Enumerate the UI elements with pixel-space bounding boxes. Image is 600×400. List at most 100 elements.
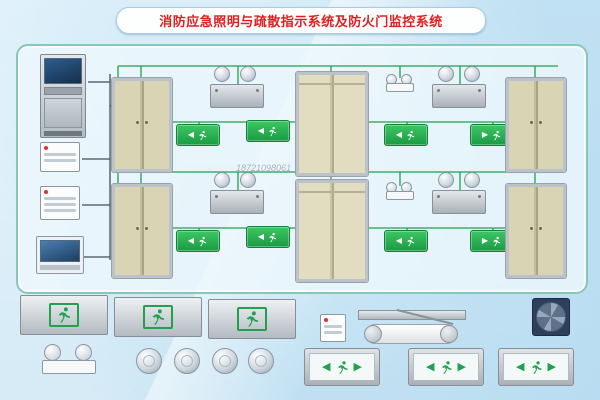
status-led: [324, 318, 328, 322]
exit-sign-framed: ◀ ▶: [408, 348, 484, 386]
exit-sign: ▶: [470, 230, 514, 252]
monitor-module: [320, 314, 346, 342]
distribution-panel: [210, 84, 264, 108]
downlight-lamp: [248, 348, 274, 374]
ceiling-lamp-icon: [438, 172, 454, 188]
box-detail: [44, 209, 76, 212]
lamp-head: [44, 344, 61, 361]
double-fire-door: [296, 72, 368, 176]
downlight-lamp: [174, 348, 200, 374]
right-arrow-icon: ▶: [481, 130, 489, 139]
exhaust-fan: [532, 298, 570, 336]
title-banner: 消防应急照明与疏散指示系统及防火门监控系统: [116, 7, 486, 34]
large-exit-sign: [208, 299, 296, 339]
twin-emergency-light: [384, 182, 414, 200]
left-arrow-icon: ◀: [516, 360, 525, 373]
wall-control-box: [40, 186, 80, 220]
page-title: 消防应急照明与疏散指示系统及防火门监控系统: [159, 14, 443, 29]
sign-face: ◀ ▶: [309, 353, 375, 381]
left-arrow-icon: ◀: [426, 360, 435, 373]
ceiling-lamp-icon: [240, 66, 256, 82]
large-exit-sign: [20, 295, 108, 335]
running-man-icon: [267, 232, 278, 243]
exit-sign: ◀: [246, 120, 290, 142]
box-detail: [324, 325, 342, 328]
ceiling-lamp-icon: [438, 66, 454, 82]
fire-door: [112, 184, 172, 278]
sign-face: ◀ ▶: [413, 353, 479, 381]
running-man-icon: [491, 130, 502, 141]
exit-sign: ◀: [246, 226, 290, 248]
large-exit-sign: [114, 297, 202, 337]
lamp-body: [386, 191, 414, 200]
left-arrow-icon: ◀: [187, 236, 195, 245]
fire-door: [506, 78, 566, 172]
box-detail: [44, 203, 76, 206]
running-man-icon: [529, 360, 544, 375]
monitor-strip: [40, 265, 80, 270]
wall-control-box: [40, 142, 80, 172]
left-arrow-icon: ◀: [257, 126, 265, 135]
fan-blade-icon: [536, 302, 566, 332]
control-cabinet: [40, 54, 86, 138]
running-man-icon: [55, 306, 73, 324]
closer-endcap: [364, 325, 382, 343]
running-man-icon: [197, 130, 208, 141]
running-man-icon: [491, 236, 502, 247]
ceiling-lamp-icon: [214, 172, 230, 188]
running-man-icon: [405, 130, 416, 141]
exit-sign: ◀: [384, 230, 428, 252]
lamp-body: [386, 83, 414, 92]
door-closer: [358, 308, 466, 348]
sign-face: ◀ ▶: [503, 353, 569, 381]
box-detail: [44, 197, 76, 200]
exit-sign-framed: ◀ ▶: [498, 348, 574, 386]
distribution-panel: [210, 190, 264, 214]
box-detail: [324, 331, 342, 334]
watermark: 18721098061: [236, 163, 292, 173]
fire-door: [506, 184, 566, 278]
double-fire-door: [296, 180, 368, 282]
monitor-box: [36, 236, 84, 274]
running-man-icon: [405, 236, 416, 247]
right-arrow-icon: ▶: [481, 236, 489, 245]
running-man-icon: [267, 126, 278, 137]
running-man-icon: [335, 360, 350, 375]
ceiling-lamp-icon: [464, 172, 480, 188]
left-arrow-icon: ◀: [322, 360, 331, 373]
monitor-screen: [40, 240, 80, 262]
cabinet-body: [44, 98, 82, 128]
fire-door: [112, 78, 172, 172]
running-man-icon: [439, 360, 454, 375]
exit-sign: ◀: [176, 230, 220, 252]
left-arrow-icon: ◀: [395, 236, 403, 245]
twin-emergency-light-large: [38, 344, 98, 374]
lamp-head: [75, 344, 92, 361]
cabinet-screen: [44, 58, 82, 84]
ceiling-lamp-icon: [240, 172, 256, 188]
left-arrow-icon: ◀: [257, 232, 265, 241]
cabinet-base: [44, 131, 82, 136]
exit-sign: ◀: [176, 124, 220, 146]
exit-pictogram: [143, 305, 173, 329]
running-man-icon: [149, 308, 167, 326]
box-detail: [44, 153, 76, 156]
status-led: [44, 190, 48, 194]
lamp-body: [42, 360, 96, 374]
left-arrow-icon: ◀: [395, 130, 403, 139]
right-arrow-icon: ▶: [547, 360, 556, 373]
status-led: [44, 146, 48, 150]
ceiling-lamp-icon: [214, 66, 230, 82]
closer-endcap: [440, 325, 458, 343]
cabinet-keyboard: [44, 87, 82, 95]
downlight-lamp: [212, 348, 238, 374]
exit-sign-framed: ◀ ▶: [304, 348, 380, 386]
running-man-icon: [197, 236, 208, 247]
box-detail: [44, 159, 76, 162]
exit-pictogram: [237, 307, 267, 331]
right-arrow-icon: ▶: [353, 360, 362, 373]
ceiling-lamp-icon: [464, 66, 480, 82]
left-arrow-icon: ◀: [187, 130, 195, 139]
distribution-panel: [432, 190, 486, 214]
